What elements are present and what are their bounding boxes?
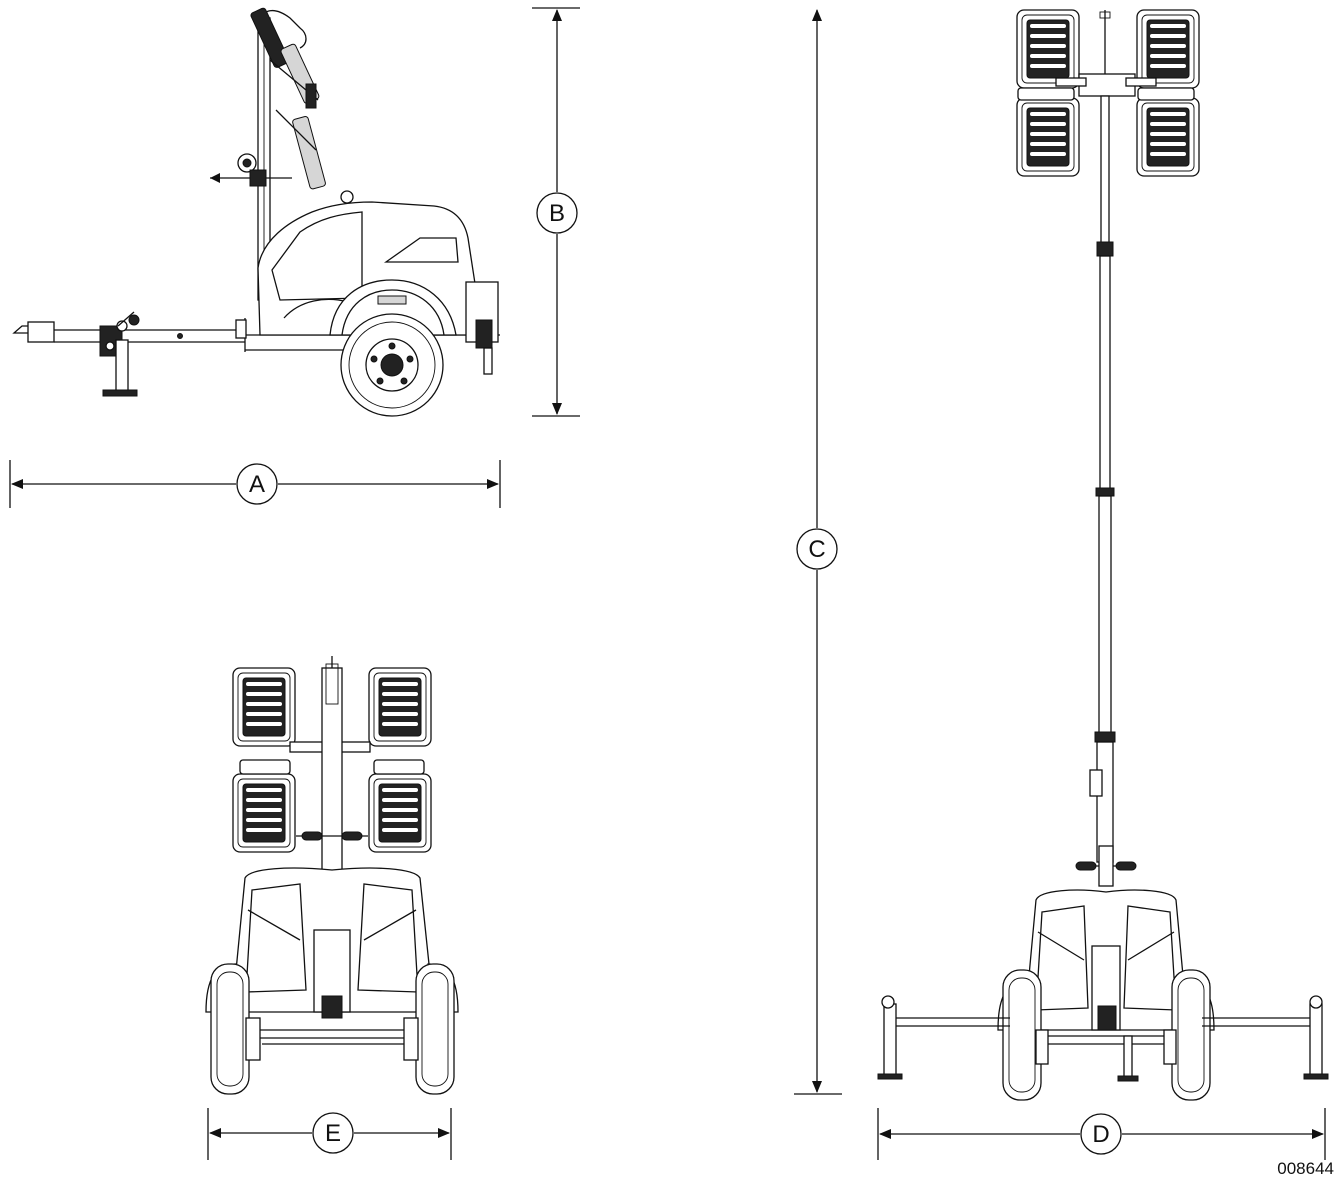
dimension-a-badge [236,463,278,505]
dimension-e-label: E [325,1120,341,1147]
dimension-e-badge [312,1112,354,1154]
dimension-a-label: A [249,471,265,498]
dimension-d-badge [1080,1113,1122,1155]
dimension-b-label: B [549,200,565,227]
dimension-d: D [877,1108,1326,1160]
dimension-c-label: C [808,536,825,563]
dimension-e: E [207,1108,452,1160]
dimension-b-badge [536,192,578,234]
figure-reference-number: 008644 [1277,1159,1334,1178]
dimension-b: B [532,7,580,417]
dimension-c-badge [796,528,838,570]
front-view-extended [877,9,1329,1101]
dimension-d-label: D [1092,1121,1109,1148]
front-view-stowed [205,656,459,1095]
dimension-c: C [794,8,842,1095]
side-view [12,7,500,417]
dimension-a: A [9,460,501,508]
